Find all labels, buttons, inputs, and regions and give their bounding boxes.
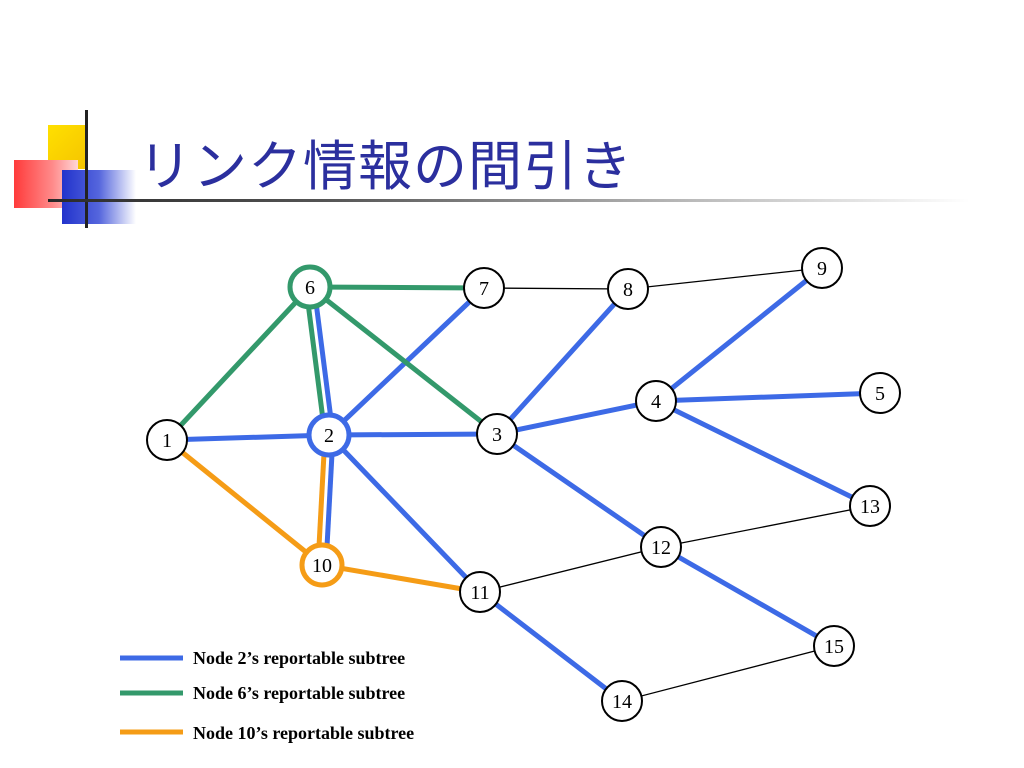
- edge-7-8-black: [483, 287, 629, 290]
- edge-8-9-black: [627, 267, 823, 290]
- edge-4-13-blue: [653, 398, 873, 509]
- title-underline: [50, 199, 970, 202]
- edge-6-1-green: [164, 284, 313, 443]
- node-5: 5: [859, 372, 901, 414]
- edge-14-15-black: [621, 645, 835, 702]
- node-label-11: 11: [470, 582, 489, 604]
- edge-4-9-blue: [653, 265, 825, 404]
- node-circle-14: [601, 680, 643, 722]
- node-circle-3: [476, 413, 518, 455]
- legend-label-node6: Node 6’s reportable subtree: [193, 683, 406, 703]
- edge-12-15-blue: [658, 544, 837, 649]
- node-circle-12: [640, 526, 682, 568]
- node-label-5: 5: [875, 383, 885, 405]
- edge-12-13-black: [660, 505, 871, 548]
- edge-3-4-blue: [494, 398, 659, 437]
- node-label-15: 15: [824, 636, 844, 658]
- node-9: 9: [801, 247, 843, 289]
- node-circle-15: [813, 625, 855, 667]
- node-14: 14: [601, 680, 643, 722]
- edge-6-7-green: [307, 284, 487, 291]
- node-13: 13: [849, 485, 891, 527]
- edge-11-12-black: [479, 546, 662, 593]
- slide-title: リンク情報の間引き: [138, 135, 633, 198]
- node-circle-9: [801, 247, 843, 289]
- edge-3-12-blue: [494, 431, 664, 550]
- edge-6-2-green: [303, 285, 328, 439]
- node-circle-13: [849, 485, 891, 527]
- node-circle-4: [635, 380, 677, 422]
- node-11: 11: [459, 571, 501, 613]
- node-label-12: 12: [651, 537, 671, 559]
- node-label-14: 14: [612, 691, 632, 713]
- node-label-8: 8: [623, 279, 633, 301]
- node-circle-2: [306, 412, 352, 458]
- edge-1-2-blue: [164, 432, 332, 443]
- decor-blue-square: [62, 170, 136, 224]
- decor-vertical-line: [85, 110, 88, 228]
- node-circle-5: [859, 372, 901, 414]
- node-label-13: 13: [860, 496, 880, 518]
- node-label-7: 7: [479, 278, 489, 300]
- node-circle-11: [459, 571, 501, 613]
- node-6: 6: [287, 264, 333, 310]
- edge-2-3-blue: [326, 431, 500, 438]
- edge-4-5-blue: [653, 390, 883, 404]
- node-1: 1: [146, 419, 188, 461]
- edge-1-10-orange: [164, 437, 325, 568]
- node-label-9: 9: [817, 258, 827, 280]
- node-10: 10: [299, 542, 345, 588]
- edge-2-11-blue: [326, 432, 483, 595]
- edge-11-14-blue: [477, 589, 625, 704]
- node-label-1: 1: [162, 430, 172, 452]
- node-label-10: 10: [312, 555, 332, 577]
- node-3: 3: [476, 413, 518, 455]
- node-8: 8: [607, 268, 649, 310]
- node-circle-8: [607, 268, 649, 310]
- node-circle-10: [299, 542, 345, 588]
- edge-6-3-green: [307, 284, 500, 437]
- legend-label-node10: Node 10’s reportable subtree: [193, 723, 415, 743]
- node-4: 4: [635, 380, 677, 422]
- node-label-4: 4: [651, 391, 661, 413]
- node-12: 12: [640, 526, 682, 568]
- node-circle-6: [287, 264, 333, 310]
- node-circle-1: [146, 419, 188, 461]
- node-label-6: 6: [305, 277, 315, 299]
- node-label-2: 2: [324, 425, 334, 447]
- edge-10-11-orange: [319, 562, 483, 595]
- node-circle-7: [463, 267, 505, 309]
- edge-6-2-blue: [311, 283, 336, 437]
- legend-label-node2: Node 2’s reportable subtree: [193, 648, 406, 668]
- node-7: 7: [463, 267, 505, 309]
- node-15: 15: [813, 625, 855, 667]
- node-2: 2: [306, 412, 352, 458]
- edge-3-8-blue: [494, 286, 631, 437]
- node-label-3: 3: [492, 424, 502, 446]
